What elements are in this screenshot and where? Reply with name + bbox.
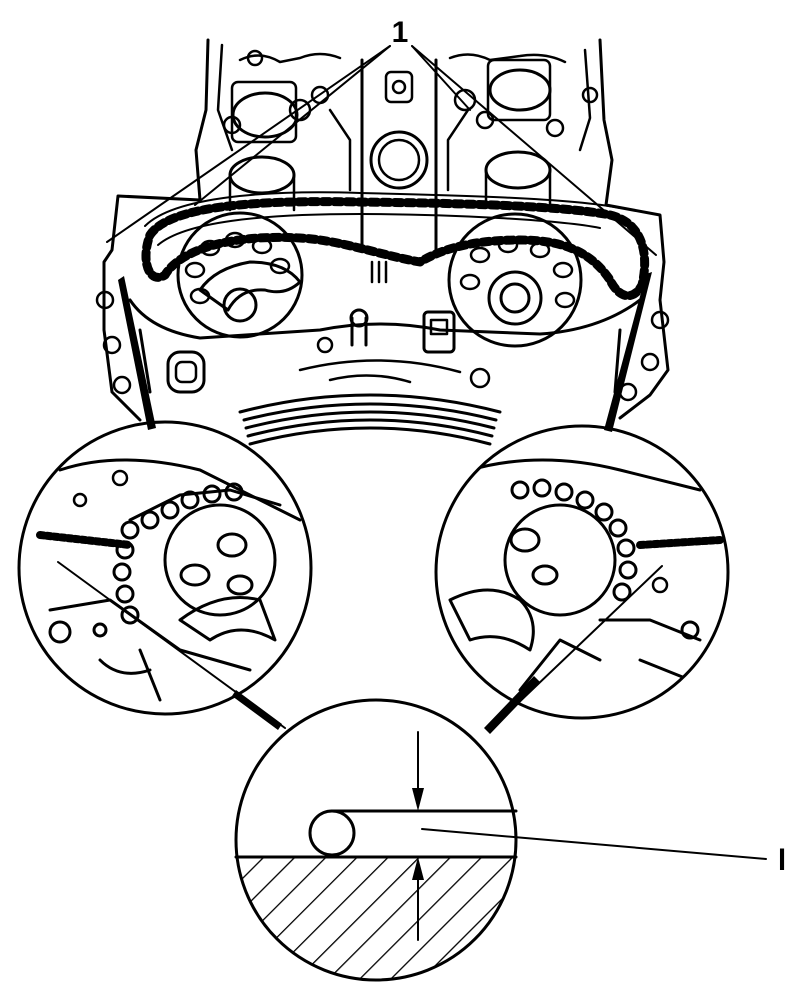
callout-1: 1 (106, 16, 657, 256)
detail-right-chain-guide (434, 424, 730, 729)
callout-l-label: l (778, 844, 786, 877)
engine-top-view (95, 38, 670, 446)
detail-connectors (118, 272, 652, 734)
callout-l: l (421, 828, 786, 877)
callout-1-label: 1 (392, 16, 409, 49)
detail-left-chain-guide (17, 420, 313, 729)
detail-measurement-gap (234, 698, 518, 982)
